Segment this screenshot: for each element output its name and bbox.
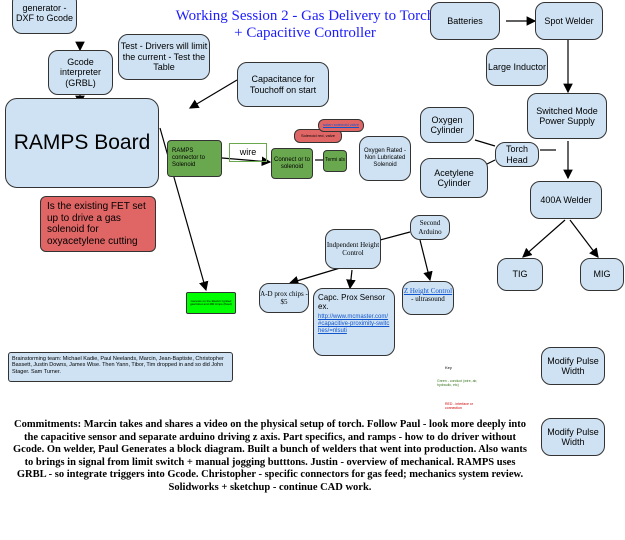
node-oxygen-cylinder[interactable]: Oxygen Cylinder	[420, 107, 474, 143]
z-height-link[interactable]: Z Height Control	[403, 287, 453, 295]
node-fet-question[interactable]: Is the existing FET set up to drive a ga…	[40, 196, 156, 252]
node-height-control[interactable]: Indpendent Height Control	[325, 229, 381, 269]
node-gcode-interpreter[interactable]: Gcode interpreter (GRBL)	[48, 50, 113, 95]
label-wire: wire	[229, 143, 267, 162]
key-heading: Key	[445, 365, 452, 370]
node-connect-solenoid[interactable]: Connect or to solenoid	[271, 148, 313, 179]
line-height-arduino	[379, 231, 411, 241]
node-capacitance[interactable]: Capacitance for Touchoff on start	[237, 62, 329, 107]
node-test-drivers[interactable]: Test - Drivers will limit the current - …	[118, 34, 210, 80]
key-green: Green - conduct (wire, air, hydraulic, e…	[437, 379, 478, 387]
key-red: RED - interface or connection	[445, 402, 474, 410]
node-terminals[interactable]: Termi als	[323, 150, 347, 172]
arrow-capacitance-ramps	[188, 79, 238, 109]
node-green-small[interactable]: Genesis on the Electric Ignited gas/robo…	[186, 292, 236, 314]
solenoid-link-text[interactable]: solen solenoid valve	[322, 122, 360, 128]
node-large-inductor[interactable]: Large Inductor	[486, 48, 548, 86]
node-z-height[interactable]: Z Height Control - ultrasound	[402, 281, 454, 315]
node-batteries[interactable]: Batteries	[430, 2, 500, 40]
arrow-height-capc	[346, 269, 356, 290]
node-400a-welder[interactable]: 400A Welder	[530, 181, 602, 219]
node-acetylene-cylinder[interactable]: Acetylene Cylinder	[420, 158, 488, 198]
arrow-400a-mig	[569, 219, 599, 258]
arrow-400a-tig	[522, 219, 566, 258]
node-ramps-board[interactable]: RAMPS Board	[5, 98, 159, 188]
node-ramps-connector[interactable]: RAMPS connector to Solenoid	[167, 140, 222, 177]
arrow-arduino-zheight	[419, 239, 433, 282]
capc-prox-title: Capc. Prox Sensor ex.	[318, 293, 386, 312]
node-capc-prox[interactable]: Capc. Prox Sensor ex. http://www.mcmaste…	[313, 288, 395, 356]
node-solenoid-link[interactable]: solen solenoid valve	[318, 119, 364, 132]
node-oxygen-solenoid[interactable]: Oxygen Rated - Non Lubricated Solenoid	[359, 136, 411, 181]
commitments-text: Commitments: Marcin takes and shares a v…	[13, 419, 527, 493]
node-torch-head[interactable]: Torch Head	[495, 142, 539, 167]
node-modify-pulse-2[interactable]: Modify Pulse Width	[541, 418, 605, 456]
line-oxygen-torch	[474, 139, 496, 147]
arrow-height-adprox	[288, 267, 341, 286]
node-smps[interactable]: Switched Mode Power Supply	[527, 93, 607, 139]
node-ad-prox[interactable]: A-D prox chips - $5	[259, 283, 309, 313]
node-tig[interactable]: TIG	[497, 258, 543, 291]
page-title: Working Session 2 - Gas Delivery to Torc…	[175, 8, 435, 42]
z-height-suffix: - ultrasound	[411, 295, 445, 304]
node-solenoid-red[interactable]: Solenoid red, valve	[294, 129, 342, 143]
node-second-arduino[interactable]: Second Arduino	[410, 215, 450, 240]
node-modify-pulse-1[interactable]: Modify Pulse Width	[541, 347, 605, 385]
node-generator[interactable]: generator - DXF to Gcode	[12, 0, 77, 34]
capc-prox-link[interactable]: http://www.mcmaster.com/#capacitive-prox…	[318, 314, 390, 335]
node-spot-welder[interactable]: Spot Welder	[535, 2, 603, 40]
node-mig[interactable]: MIG	[580, 258, 624, 291]
brainstorm-team: Brainstorming team: Michael Kadie, Paul …	[8, 352, 233, 382]
